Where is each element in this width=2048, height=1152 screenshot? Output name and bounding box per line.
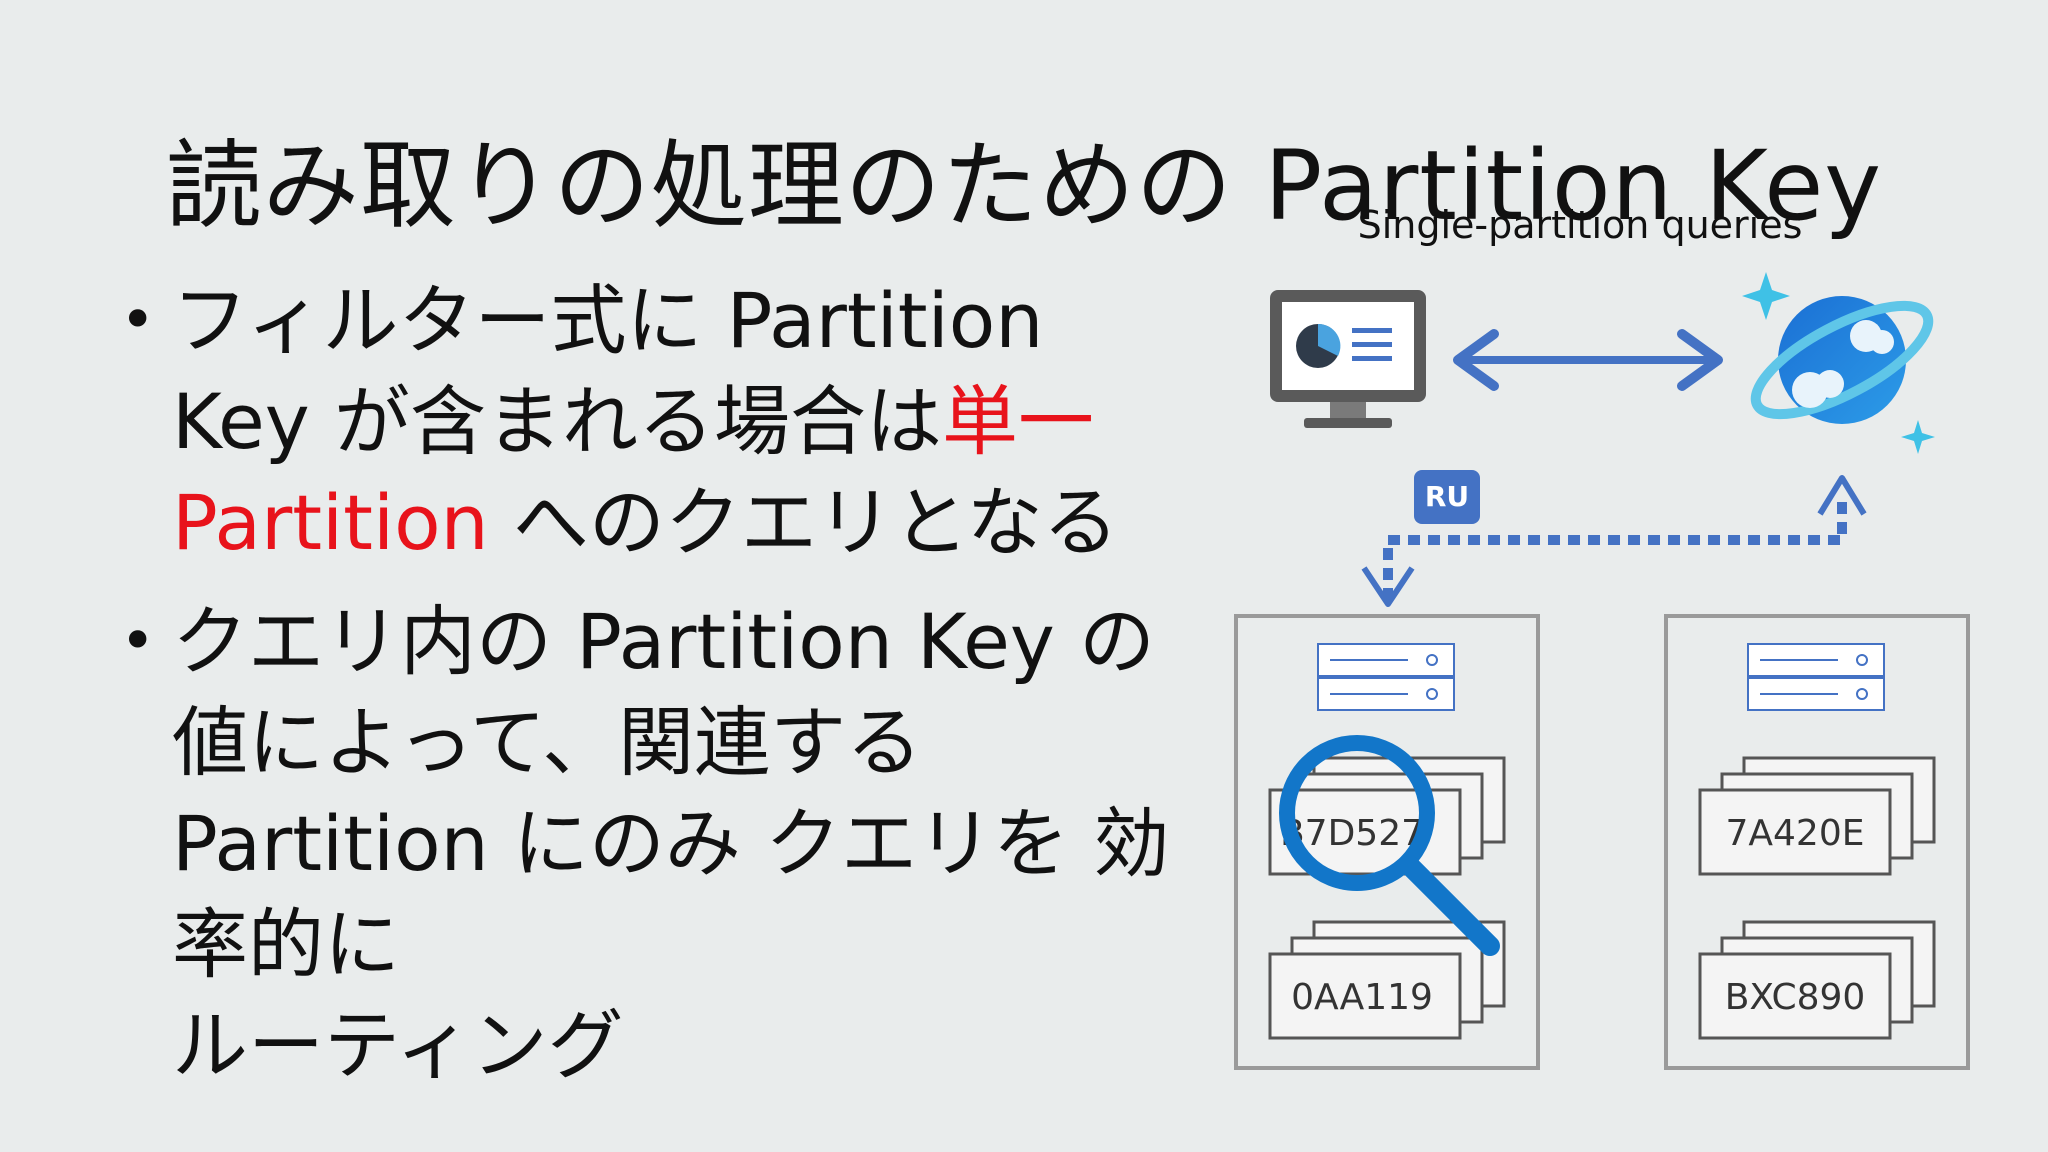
ru-badge-label: RU [1425,480,1469,513]
key-stack: 0AA119 [1268,920,1506,1040]
partition-1: B7D527 0AA119 [1234,614,1540,1070]
bullet-dot: • [120,285,156,355]
bullet-1-text-b: へのクエリとなる [488,478,1119,567]
bullet-list: • フィルター式に Partition Key が含まれる場合は単一 Parti… [100,270,1200,1096]
server-icon [1317,643,1455,711]
bullet-1-highlight: 単一 Partition [172,377,1094,567]
magnifier-icon [1279,735,1500,956]
partition-2: 7A420E BXC890 [1664,614,1970,1070]
key-stack: BXC890 [1698,920,1936,1040]
bullet-item-2: • クエリ内の Partition Key の値によって、関連する Partit… [100,591,1200,1096]
bullet-dot: • [120,606,156,676]
bullet-2-text-a: クエリ内の Partition Key の値によって、関連する Partitio… [172,597,1170,989]
key-stack: 7A420E [1698,756,1936,876]
routing-path [1361,475,1867,607]
ru-badge: RU [1414,470,1480,524]
bullet-2-text-b: ルーティング [172,1001,624,1090]
monitor-icon [1270,290,1426,428]
bullet-item-1: • フィルター式に Partition Key が含まれる場合は単一 Parti… [100,270,1200,573]
double-arrow-icon [1453,329,1723,391]
diagram-caption: Single-partition queries [1357,203,1803,247]
bullet-1-text-a: フィルター式に Partition Key が含まれる場合は [172,276,1044,466]
server-icon [1747,643,1885,711]
partition-key-label: 0AA119 [1291,977,1433,1018]
slide-title: 読み取りの処理のための Partition Key [165,130,1883,243]
partition-key-label: 7A420E [1726,813,1865,854]
partition-key-label: BXC890 [1725,977,1866,1018]
cosmos-db-icon [1742,272,1935,454]
